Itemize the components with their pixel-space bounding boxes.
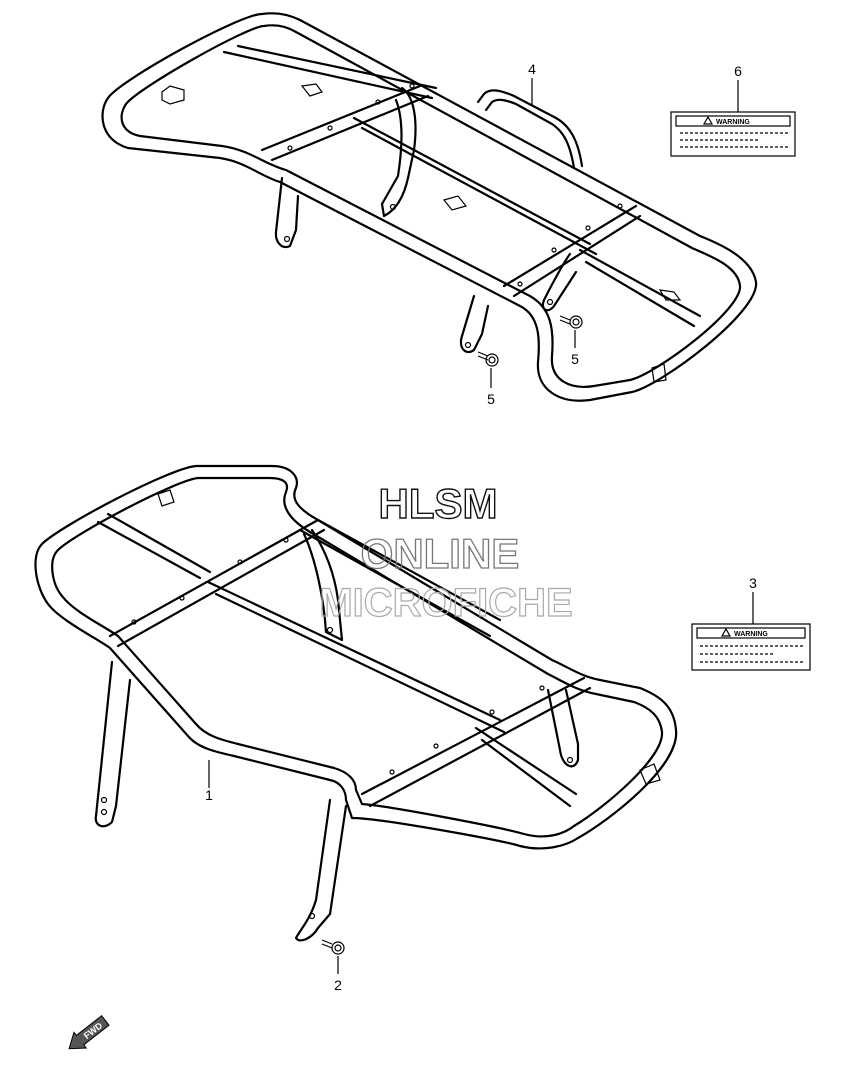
callout-4: 4 xyxy=(528,61,536,77)
callout-6: 6 xyxy=(734,63,742,79)
warning-label-3: WARNING xyxy=(691,623,811,671)
warning-triangle-icon xyxy=(720,627,732,637)
watermark-line-3: MICROFICHE xyxy=(319,581,572,625)
rear-carrier-outer-frame xyxy=(101,12,758,402)
watermark-line-1: HLSM xyxy=(379,480,498,527)
front-carrier-inner-frame xyxy=(51,476,664,838)
svg-text:WARNING: WARNING xyxy=(716,119,750,126)
rear-carrier-inner-frame xyxy=(120,24,742,388)
front-carrier-outer-frame xyxy=(34,464,678,850)
warning-label-6: WARNING xyxy=(670,111,796,157)
watermark: HLSM ONLINE MICROFICHE xyxy=(319,479,574,625)
callout-5-right: 5 xyxy=(571,351,579,367)
callout-5-left: 5 xyxy=(487,391,495,407)
bolt-2 xyxy=(321,939,345,955)
bolt-5-left xyxy=(477,351,499,367)
watermark-line-2: ONLINE xyxy=(361,530,520,577)
callout-3: 3 xyxy=(749,575,757,591)
fwd-arrow-icon: FWD xyxy=(68,1015,110,1050)
rear-carrier xyxy=(101,12,758,402)
svg-text:WARNING: WARNING xyxy=(734,631,768,638)
warning-triangle-icon xyxy=(702,115,714,125)
rear-carrier-grab-handle xyxy=(476,89,584,168)
callout-2: 2 xyxy=(334,977,342,993)
bolt-5-right xyxy=(559,315,583,329)
front-carrier xyxy=(34,464,678,942)
callout-1: 1 xyxy=(205,787,213,803)
